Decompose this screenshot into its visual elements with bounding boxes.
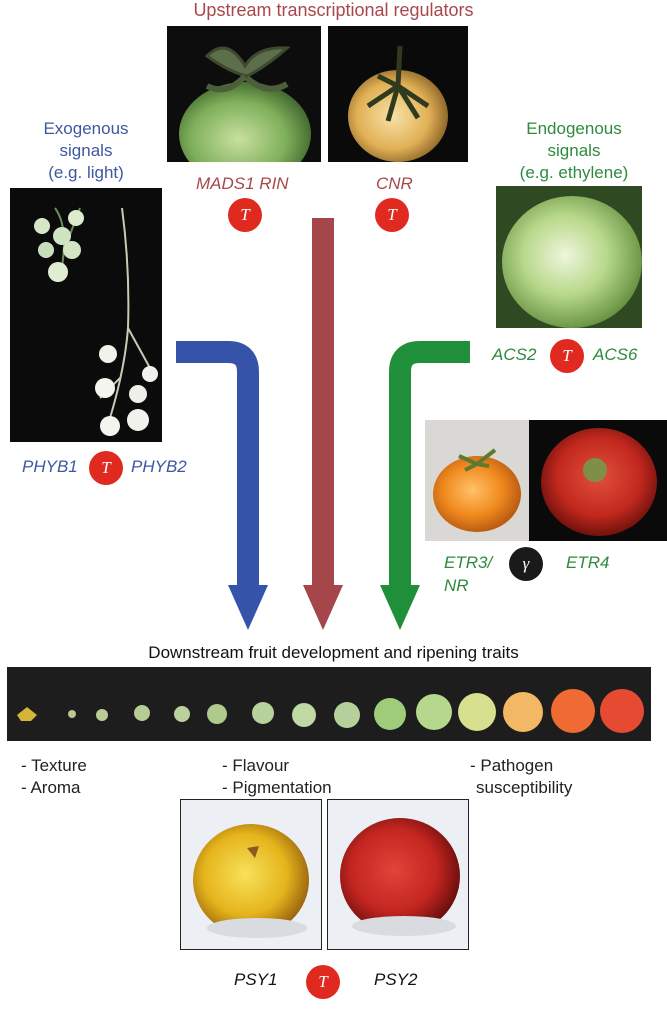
downstream-traits-title: Downstream fruit development and ripenin… <box>148 643 519 662</box>
signal-arrows <box>176 218 470 630</box>
etr3-label: ETR3/ <box>444 553 493 572</box>
endogenous-signals-label: Endogenous signals (e.g. ethylene) <box>519 119 629 182</box>
upstream-regulators-title: Upstream transcriptional regulators <box>193 0 474 20</box>
mads-rin-label: MADS1 RIN <box>196 174 289 193</box>
transcription-factor-badge: T <box>375 198 409 232</box>
exogenous-signals-label: Exogenous signals (e.g. light) <box>43 119 129 182</box>
phyb-tomato-plant-photo <box>10 188 162 442</box>
green-arrow <box>389 341 470 588</box>
psy1-tomato-photo <box>180 799 322 950</box>
transcription-factor-badge: T <box>550 339 584 373</box>
psy2-label: PSY2 <box>374 970 418 989</box>
mads-rin-tomato-photo <box>167 26 321 162</box>
etr4-tomato-photo <box>529 420 667 541</box>
red-arrowhead <box>303 585 343 630</box>
traits-column-3: - Pathogen susceptibility <box>470 756 573 797</box>
phyb1-label: PHYB1 <box>22 457 78 476</box>
psy2-tomato-photo <box>327 799 469 950</box>
transcription-factor-badge: T <box>306 965 340 999</box>
red-arrow <box>312 218 334 588</box>
phyb2-label: PHYB2 <box>131 457 187 476</box>
blue-arrow <box>176 341 259 588</box>
acs6-label: ACS6 <box>593 345 638 364</box>
acs-tomato-photo <box>496 186 642 328</box>
cnr-label: CNR <box>376 174 413 193</box>
transcription-factor-badge: T <box>89 451 123 485</box>
psy1-label: PSY1 <box>234 970 278 989</box>
cnr-tomato-photo <box>328 26 468 162</box>
etr4-label: ETR4 <box>566 553 610 572</box>
gamma-badge: γ <box>509 547 543 581</box>
etr3-tomato-photo <box>425 420 529 541</box>
blue-arrowhead <box>228 585 268 630</box>
nr-label: NR <box>444 576 469 595</box>
green-arrowhead <box>380 585 420 630</box>
traits-column-1: - Texture - Aroma <box>21 756 87 797</box>
transcription-factor-badge: T <box>228 198 262 232</box>
acs2-label: ACS2 <box>492 345 537 364</box>
traits-column-2: - Flavour - Pigmentation <box>222 756 332 797</box>
fruit-development-strip <box>7 667 651 741</box>
